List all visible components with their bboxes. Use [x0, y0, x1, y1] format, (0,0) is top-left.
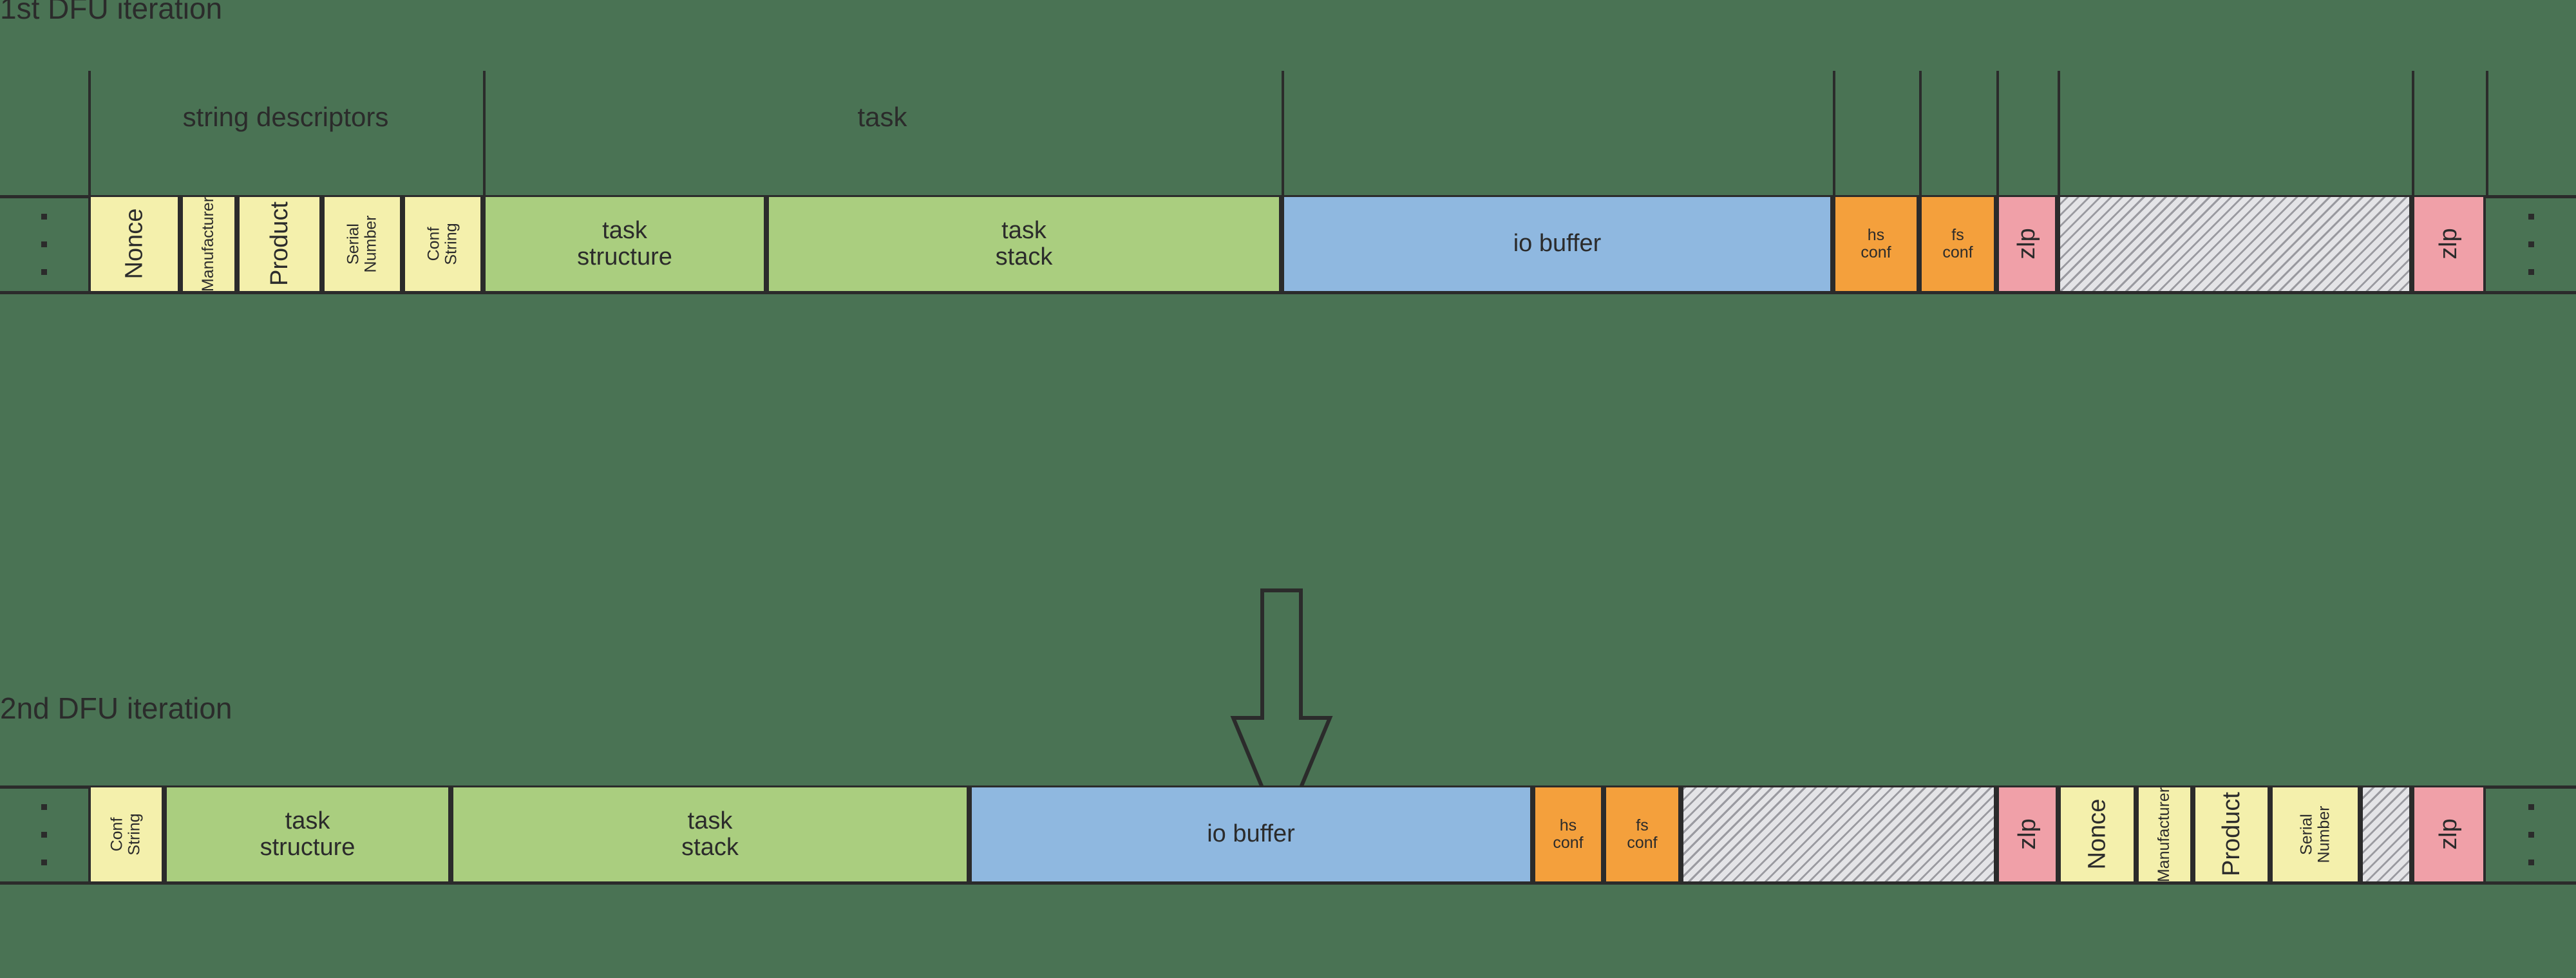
memory-cell-hs-conf: hs conf — [1533, 787, 1604, 881]
memory-cell-conf-string: Conf String — [402, 197, 483, 291]
memory-cell-manufacturer: Manufacturer — [180, 197, 237, 291]
bracket-label-task: task — [857, 102, 907, 132]
memory-cell-label: task structure — [577, 216, 672, 270]
memory-cell-zlp-1: zlp — [1996, 787, 2058, 881]
bracket-tick — [1833, 71, 1835, 196]
bracket-row-first: string descriptors task — [0, 71, 2576, 196]
memory-cell-free-space-1 — [1681, 787, 1996, 881]
memory-cell-label: zlp — [2012, 228, 2040, 260]
bracket-tick — [1282, 71, 1284, 196]
memory-cell-label: Conf String — [108, 813, 144, 856]
vertical-ellipsis-icon — [2486, 197, 2576, 291]
memory-cell-nonce: Nonce — [88, 197, 180, 291]
memory-cell-label: Product — [265, 202, 293, 287]
down-arrow-icon — [1230, 587, 1333, 842]
memory-cell-label: hs conf — [1861, 226, 1891, 261]
memory-cell-task-stack: task stack — [766, 197, 1282, 291]
ellipsis-dot — [2528, 268, 2534, 275]
bracket-tick — [2412, 71, 2414, 196]
memory-cell-io-buffer: io buffer — [1282, 197, 1833, 291]
vertical-ellipsis-icon — [0, 197, 88, 291]
memory-cell-label: zlp — [2434, 228, 2462, 260]
memory-cell-label: Nonce — [120, 209, 147, 279]
ellipsis-dot — [41, 241, 47, 247]
ellipsis-dot — [2528, 859, 2534, 865]
memory-cell-zlp-2: zlp — [2412, 787, 2486, 881]
memory-cell-zlp-2: zlp — [2412, 197, 2486, 291]
memory-cell-free-space-2 — [2360, 787, 2412, 881]
memory-cell-task-stack: task stack — [451, 787, 969, 881]
memory-cell-label: task stack — [995, 216, 1053, 270]
bracket-tick — [2058, 71, 2060, 196]
memory-cell-label: task stack — [681, 807, 739, 861]
memory-cell-label: Serial Number — [344, 215, 380, 273]
memory-cell-label: fs conf — [1627, 816, 1658, 852]
memory-cell-label: fs conf — [1942, 226, 1973, 261]
ellipsis-dot — [41, 213, 47, 220]
memory-cell-label: Manufacturer — [2155, 787, 2174, 881]
bracket-tick — [1919, 71, 1922, 196]
ellipsis-dot — [41, 859, 47, 865]
memory-cell-label: Product — [2217, 792, 2245, 877]
memory-cell-serial-number: Serial Number — [2270, 787, 2360, 881]
memory-cell-zlp-1: zlp — [1996, 197, 2058, 291]
bar-top-rule-second — [0, 785, 2576, 789]
memory-cell-label: io buffer — [1207, 820, 1295, 848]
section-title-second-iteration: 2nd DFU iteration — [0, 691, 232, 725]
ellipsis-dot — [41, 804, 47, 810]
ellipsis-dot — [41, 268, 47, 275]
memory-cell-serial-number: Serial Number — [322, 197, 402, 291]
memory-cell-label: zlp — [2434, 818, 2462, 851]
ellipsis-dot — [41, 831, 47, 838]
memory-cell-io-buffer: io buffer — [969, 787, 1533, 881]
bar-bottom-rule-second — [0, 881, 2576, 885]
vertical-ellipsis-icon — [2486, 787, 2576, 881]
vertical-ellipsis-icon — [0, 787, 88, 881]
bracket-label-string-descriptors: string descriptors — [182, 102, 389, 132]
memory-cell-task-structure: task structure — [483, 197, 766, 291]
memory-cell-free-space — [2058, 197, 2412, 291]
bracket-tick — [2486, 71, 2488, 196]
memory-cell-conf-string: Conf String — [88, 787, 164, 881]
memory-cell-nonce: Nonce — [2058, 787, 2136, 881]
ellipsis-dot — [2528, 241, 2534, 247]
memory-cell-fs-conf: fs conf — [1919, 197, 1996, 291]
bar-bottom-rule-first — [0, 291, 2576, 294]
memory-cell-product: Product — [237, 197, 322, 291]
memory-cell-label: hs conf — [1553, 816, 1584, 852]
bracket-tick — [88, 71, 91, 196]
bracket-tick — [1996, 71, 1999, 196]
section-title-first-iteration: 1st DFU iteration — [0, 0, 223, 25]
memory-cell-manufacturer: Manufacturer — [2136, 787, 2193, 881]
memory-cell-fs-conf: fs conf — [1604, 787, 1681, 881]
ellipsis-dot — [2528, 831, 2534, 838]
memory-cell-hs-conf: hs conf — [1833, 197, 1919, 291]
ellipsis-dot — [2528, 213, 2534, 220]
bracket-tick — [483, 71, 486, 196]
memory-cell-task-structure: task structure — [164, 787, 451, 881]
memory-cell-label: Manufacturer — [199, 197, 218, 291]
memory-cell-label: Conf String — [424, 223, 460, 265]
memory-cell-product: Product — [2193, 787, 2270, 881]
memory-cell-label: zlp — [2013, 818, 2041, 851]
memory-cell-label: io buffer — [1513, 230, 1602, 258]
memory-cell-label: Serial Number — [2297, 805, 2333, 863]
ellipsis-dot — [2528, 804, 2534, 810]
bar-top-rule-first — [0, 195, 2576, 198]
memory-cell-label: task structure — [260, 807, 355, 861]
memory-cell-label: Nonce — [2083, 799, 2110, 870]
